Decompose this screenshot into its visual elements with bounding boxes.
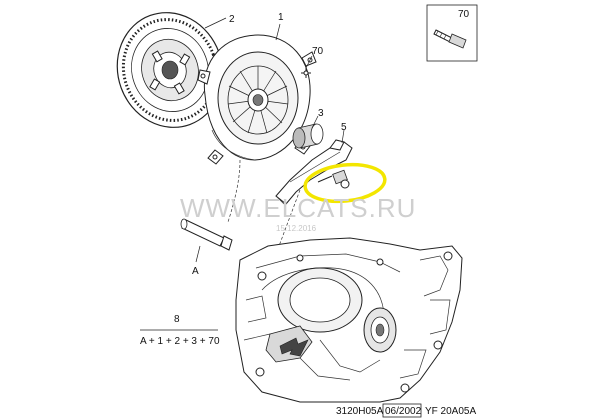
watermark-site: WWW.ELCATS.RU	[180, 193, 416, 223]
callout-8: 8	[174, 314, 180, 325]
callout-3: 3	[318, 108, 324, 119]
footer-date: 06/2002	[385, 406, 422, 417]
callout-1: 1	[278, 12, 284, 23]
gearbox-housing	[235, 237, 463, 403]
bolt-inset: 70	[426, 4, 478, 62]
footer: 3120H05A 06/2002 YF 20A05A	[336, 403, 476, 418]
fork-shaft-arrow-icon	[279, 337, 309, 357]
footer-ref: 3120H05A	[336, 406, 384, 417]
pressure-plate	[197, 34, 317, 165]
bolt-70	[301, 68, 311, 78]
highlight-ring	[303, 162, 387, 204]
callout-5: 5	[341, 122, 347, 133]
footer-code: YF 20A05A	[425, 406, 476, 417]
inset-label: 70	[458, 9, 470, 20]
callout-70: 70	[312, 46, 324, 57]
callout-2: 2	[229, 14, 235, 25]
callout-a: A	[192, 266, 199, 277]
guide-shaft	[180, 218, 233, 251]
formula-text: A + 1 + 2 + 3 + 70	[140, 336, 220, 347]
assembly-formula: 8 A + 1 + 2 + 3 + 70	[140, 314, 220, 347]
watermark-date: 15.12.2016	[276, 224, 317, 233]
clutch-disc	[116, 12, 224, 128]
fork-pivot	[317, 169, 350, 189]
release-bearing	[292, 123, 324, 149]
bolt-icon	[433, 29, 467, 49]
